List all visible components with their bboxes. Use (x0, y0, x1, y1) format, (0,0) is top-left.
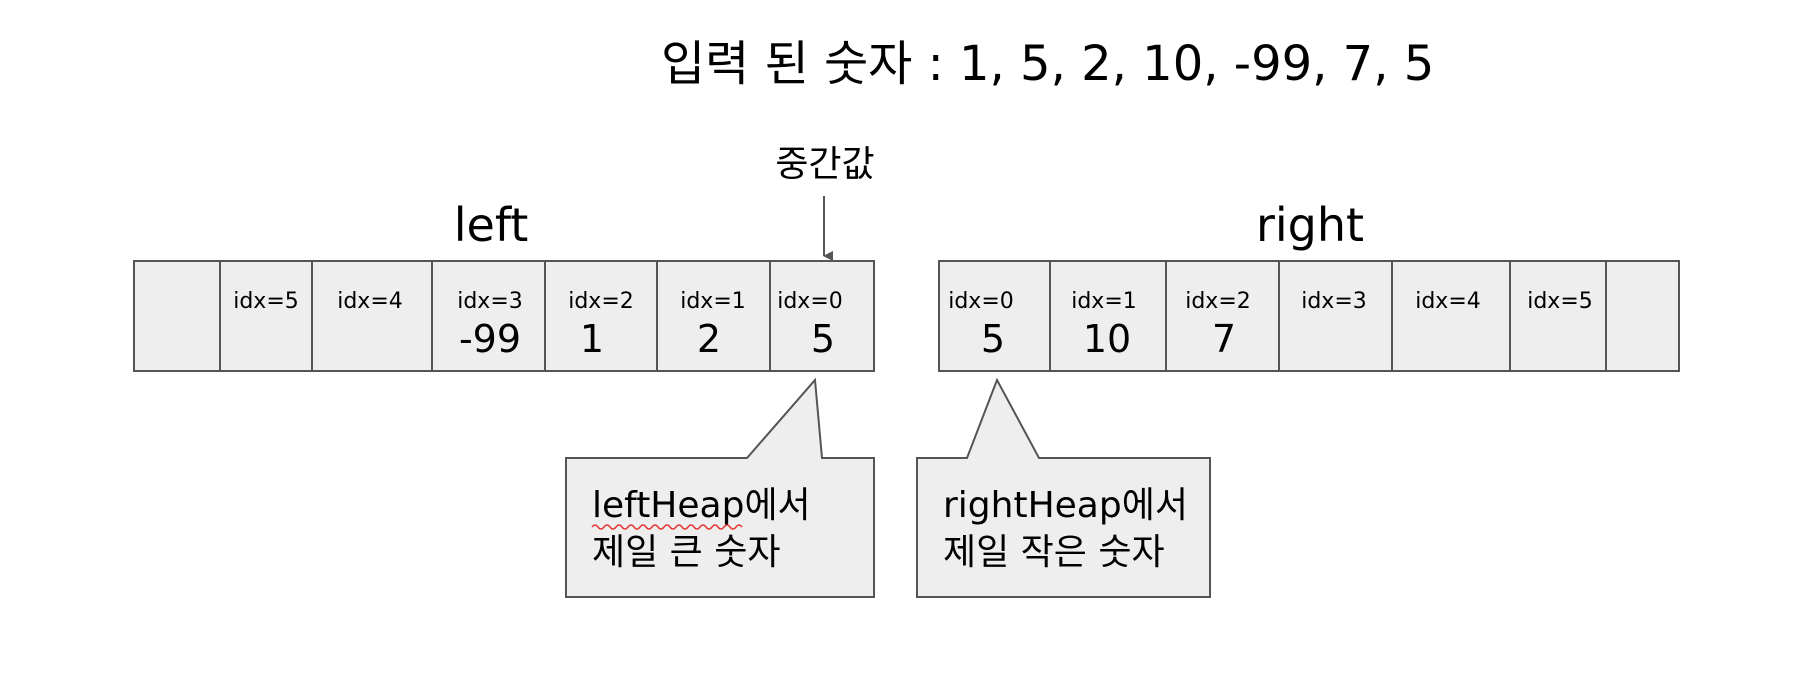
left-callout: leftHeap에서 제일 큰 숫자 (565, 377, 875, 598)
right-heap-array: idx=0 idx=1 idx=2 idx=3 idx=4 idx=5 5 10… (938, 260, 1680, 372)
right-cell-idx: idx=3 (1301, 289, 1367, 314)
left-callout-line1: leftHeap에서 (592, 485, 811, 526)
right-cell-value: 5 (981, 317, 1005, 361)
spellcheck-underline (591, 524, 743, 530)
left-cell-value: -99 (459, 317, 521, 361)
right-cell-value: 10 (1083, 317, 1131, 361)
right-callout: rightHeap에서 제일 작은 숫자 (916, 377, 1211, 598)
right-callout-line2: 제일 작은 숫자 (943, 532, 1165, 573)
left-cell-idx: idx=3 (457, 289, 523, 314)
left-cell-value: 5 (811, 317, 835, 361)
left-cell-idx: idx=5 (233, 289, 299, 314)
page-title: 입력 된 숫자 : 1, 5, 2, 10, -99, 7, 5 (661, 36, 1434, 92)
left-heap-label: left (454, 198, 529, 252)
right-cell-value: 7 (1212, 317, 1236, 361)
right-cell-idx: idx=2 (1185, 289, 1251, 314)
left-cell-idx: idx=2 (568, 289, 634, 314)
right-callout-line1: rightHeap에서 (943, 485, 1188, 526)
left-cell-idx: idx=4 (337, 289, 403, 314)
right-heap-label: right (1256, 198, 1364, 252)
right-cell-idx: idx=4 (1415, 289, 1481, 314)
left-cell-value: 2 (697, 317, 721, 361)
left-cell-value: 1 (580, 317, 604, 361)
median-label: 중간값 (775, 144, 874, 185)
right-cell-idx: idx=0 (948, 289, 1014, 314)
left-heap-array: idx=5 idx=4 idx=3 idx=2 idx=1 idx=0 -99 … (133, 260, 875, 372)
left-callout-line2: 제일 큰 숫자 (592, 532, 781, 573)
left-cell-idx: idx=1 (680, 289, 746, 314)
right-cell-idx: idx=1 (1071, 289, 1137, 314)
right-cell-idx: idx=5 (1527, 289, 1593, 314)
left-cell-idx: idx=0 (777, 289, 843, 314)
